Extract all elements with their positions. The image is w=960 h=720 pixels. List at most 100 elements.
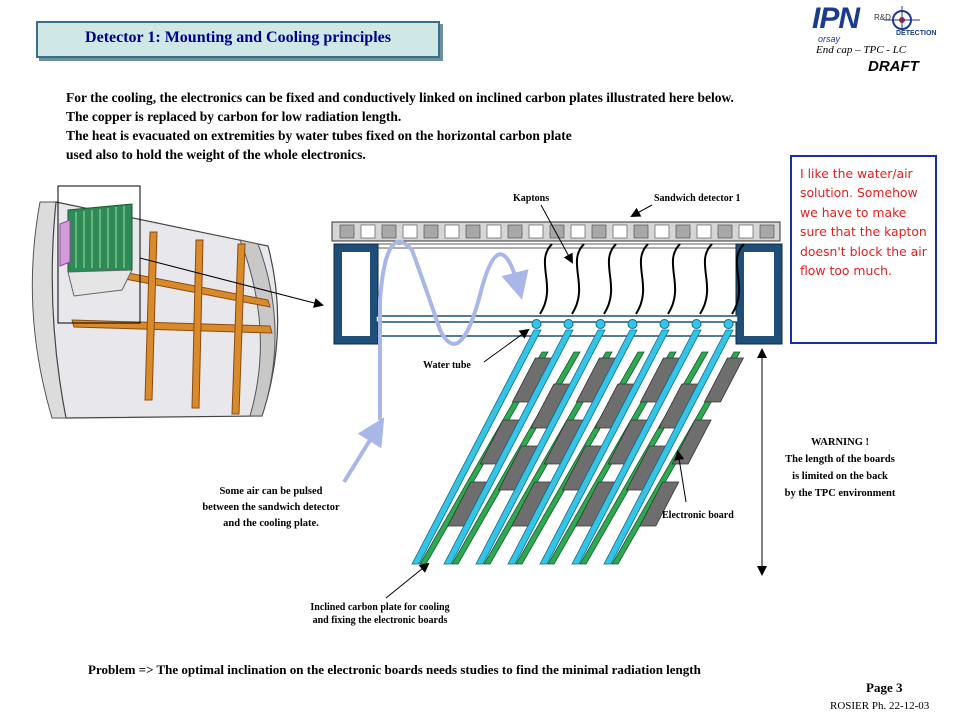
kapton-cable — [731, 243, 745, 315]
air-note-line: Some air can be pulsed — [219, 486, 323, 497]
water-tube-strip — [603, 329, 734, 565]
kapton-cable — [603, 243, 617, 315]
water-tube-section — [595, 319, 606, 329]
kapton-cable — [539, 243, 553, 315]
detector-pad — [402, 224, 418, 239]
problem-statement: Problem => The optimal inclination on th… — [88, 662, 701, 677]
warning-note: WARNING ! The length of the boards is li… — [760, 434, 920, 502]
air-note-line: and the cooling plate. — [223, 518, 319, 529]
endcap-3d-sketch — [31, 185, 279, 419]
sandwich-pointer — [630, 204, 653, 217]
page-number: Page 3 — [866, 680, 903, 695]
author-date: ROSIER Ph. 22-12-03 — [830, 700, 930, 712]
detector-pad — [633, 224, 649, 239]
detector-pad — [696, 224, 712, 239]
electronic-board — [639, 481, 680, 527]
electronic-board — [703, 357, 745, 403]
plate-note-line: and fixing the electronic boards — [312, 615, 448, 626]
water-tube-section — [627, 319, 638, 329]
draft-label: DRAFT — [868, 58, 919, 75]
intro-line: used also to hold the weight of the whol… — [66, 147, 366, 162]
zoom-arrow — [139, 257, 324, 308]
ipn-logo: IPN — [812, 2, 860, 35]
kapton-cable — [699, 243, 713, 315]
kapton-cable — [571, 243, 585, 315]
water-tube-section — [723, 319, 734, 329]
carbon-plate-note: Inclined carbon plate for cooling and fi… — [280, 601, 480, 627]
water-tube-section — [563, 319, 574, 329]
sandwich-label: Sandwich detector 1 — [654, 193, 741, 204]
detector-pad — [570, 224, 586, 239]
subtitle: End cap – TPC - LC — [816, 44, 907, 56]
ipn-logo-sub: orsay — [818, 34, 841, 44]
carbon-plate-pointer — [385, 562, 430, 599]
air-note-line: between the sandwich detector — [202, 502, 340, 513]
detector-pad — [717, 224, 733, 239]
detector-pad — [486, 224, 502, 239]
detector-pad — [528, 224, 544, 239]
water-tube-section — [659, 319, 670, 329]
inclined-plates — [411, 329, 745, 565]
warning-line: by the TPC environment — [784, 488, 896, 499]
water-tube-strip — [539, 329, 670, 565]
zoom-box — [57, 185, 141, 324]
intro-text: For the cooling, the electronics can be … — [66, 88, 886, 164]
detector-pad — [675, 224, 691, 239]
detector-pad — [591, 224, 607, 239]
inclined-plate — [571, 329, 709, 565]
detection-logo-text: DETECTION — [896, 30, 937, 37]
detector-pad — [549, 224, 565, 239]
water-tubes — [531, 319, 734, 329]
electronic-board-label: Electronic board — [662, 510, 734, 521]
kaptons-label: Kaptons — [513, 193, 550, 204]
detector-pad — [465, 224, 481, 239]
detector-pad — [360, 224, 376, 239]
page-title: Detector 1: Mounting and Cooling princip… — [85, 29, 391, 46]
intro-line: The heat is evacuated on extremities by … — [66, 128, 572, 143]
plate-note-line: Inclined carbon plate for cooling — [310, 602, 450, 613]
water-tube-section — [531, 319, 542, 329]
detector-pad — [381, 224, 397, 239]
water-tube-strip — [571, 329, 702, 565]
water-tube-strip — [475, 329, 606, 565]
detector-pad — [444, 224, 460, 239]
detector-pads — [339, 224, 775, 239]
intro-line: For the cooling, the electronics can be … — [66, 90, 734, 105]
warning-title: WARNING ! — [810, 437, 870, 448]
kapton-cables — [539, 243, 745, 315]
sandwich-detector — [331, 221, 783, 345]
water-tube-strip — [507, 329, 638, 565]
reviewer-comment-box: I like the water/air solution. Somehow w… — [790, 155, 937, 344]
intro-line: The copper is replaced by carbon for low… — [66, 109, 402, 124]
detector-pad — [654, 224, 670, 239]
title-box: Detector 1: Mounting and Cooling princip… — [36, 21, 440, 58]
detector-pad — [612, 224, 628, 239]
water-tube-pointer — [483, 328, 530, 363]
air-note: Some air can be pulsed between the sandw… — [176, 484, 366, 532]
electronics-block-3d — [59, 203, 133, 297]
warning-line: is limited on the back — [792, 471, 888, 482]
warning-line: The length of the boards — [785, 454, 895, 465]
water-tube-strip — [443, 329, 574, 565]
water-tube-label: Water tube — [423, 360, 471, 371]
detector-pad — [339, 224, 355, 239]
detector-pad — [759, 224, 775, 239]
inclined-plate — [475, 329, 617, 565]
kapton-cable — [635, 243, 649, 315]
inclined-plate — [411, 329, 553, 565]
air-inlet-arrow — [342, 417, 385, 484]
kapton-cable — [667, 243, 681, 315]
detection-logo-icon — [884, 6, 920, 34]
air-flow-arrow — [378, 239, 529, 420]
electronic-board-pointer — [674, 450, 687, 503]
inclined-plate — [539, 329, 681, 565]
rd-logo-text: R&D — [874, 13, 891, 22]
kaptons-pointer — [540, 204, 573, 264]
water-tube-section — [691, 319, 702, 329]
detector-pad — [423, 224, 439, 239]
inclined-plate — [507, 329, 645, 565]
detector-pad — [507, 224, 523, 239]
detector-pad — [738, 224, 754, 239]
reviewer-comment-text: I like the water/air solution. Somehow w… — [800, 166, 927, 279]
